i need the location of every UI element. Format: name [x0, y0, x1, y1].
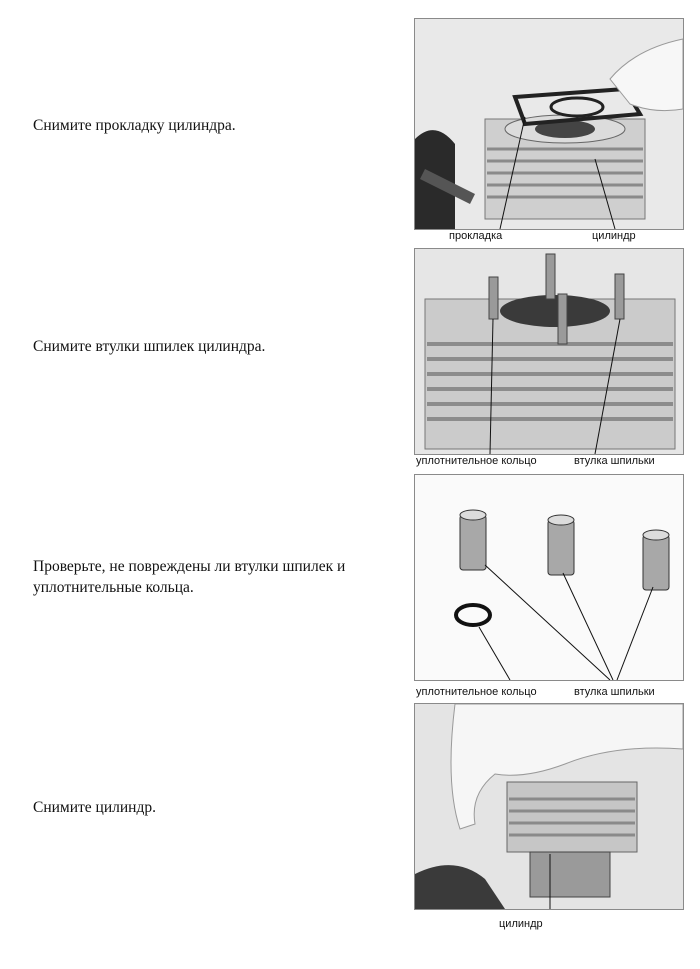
instruction-inspect-parts: Проверьте, не повреждены ли втулки шпиле…	[33, 558, 346, 596]
figure-stud-bushings	[414, 248, 684, 455]
instruction-remove-cylinder: Снимите цилиндр.	[33, 799, 156, 816]
instruction-remove-stud-bushings: Снимите втулки шпилек цилиндра.	[33, 338, 266, 355]
cylinder-gasket-illustration	[415, 19, 683, 229]
figure-inspect-parts	[414, 474, 684, 681]
figure-cylinder-gasket	[414, 18, 684, 230]
callout-stud-bushing-2: втулка шпильки	[574, 686, 655, 698]
callout-stud-bushing: втулка шпильки	[574, 455, 655, 467]
parts-illustration	[415, 475, 683, 680]
stud-bushings-illustration	[415, 249, 683, 454]
callout-o-ring-2: уплотнительное кольцо	[416, 686, 537, 698]
callout-o-ring: уплотнительное кольцо	[416, 455, 537, 467]
callout-cylinder: цилиндр	[592, 230, 636, 242]
instruction-remove-gasket: Снимите прокладку цилиндра.	[33, 117, 236, 134]
callout-gasket: прокладка	[449, 230, 503, 242]
remove-cylinder-illustration	[415, 704, 683, 909]
callout-cylinder-2: цилиндр	[499, 918, 543, 930]
figure-remove-cylinder	[414, 703, 684, 910]
